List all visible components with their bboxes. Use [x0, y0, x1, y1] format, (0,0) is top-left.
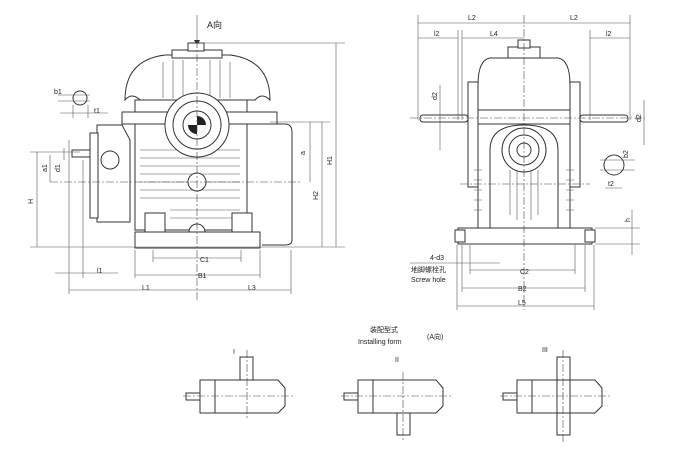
dim-L1: L1 — [142, 285, 150, 292]
dim-d1: d1 — [55, 164, 62, 172]
dim-l2-left: l2 — [434, 31, 440, 38]
dim-a1: a1 — [42, 164, 49, 172]
dim-L3: L3 — [248, 285, 256, 292]
dim-L2-left: L2 — [468, 15, 476, 22]
installing-title-en: Installing form — [358, 339, 402, 346]
form-2: II — [341, 357, 451, 442]
svg-text:III: III — [542, 347, 548, 354]
dim-H: H — [28, 199, 35, 204]
svg-text:II: II — [395, 357, 399, 364]
dim-B1: B1 — [198, 273, 207, 280]
dim-b1: b1 — [54, 89, 62, 96]
dim-h: h — [625, 218, 632, 222]
dim-L5: L5 — [518, 300, 526, 307]
dim-C2: C2 — [520, 269, 529, 276]
dim-C1: C1 — [200, 257, 209, 264]
dim-t1: t1 — [94, 108, 100, 115]
dim-H1: H1 — [327, 156, 334, 165]
dim-L4: L4 — [490, 31, 498, 38]
dim-b2: b2 — [623, 150, 630, 158]
form-3: III — [500, 347, 610, 442]
hole-label-en: Screw hole — [411, 277, 446, 284]
side-view: L2 L2 l2 l2 L4 d2 d2 b2 t2 h 4-d3 地脚螺栓孔 … — [410, 15, 645, 310]
dim-l1: l1 — [97, 268, 103, 275]
direction-label: A向 — [207, 19, 222, 30]
dim-d2-right: d2 — [636, 114, 643, 122]
front-view: A向 — [28, 15, 345, 300]
installing-title-cn: 装配型式 — [370, 325, 398, 334]
dim-L2-right: L2 — [570, 15, 578, 22]
dim-l2-right: l2 — [606, 31, 612, 38]
dim-a: a — [300, 151, 307, 155]
installing-direction: (A向) — [427, 332, 443, 341]
dim-d2-left: d2 — [432, 92, 439, 100]
dim-t2: t2 — [608, 181, 614, 188]
hole-label-cn: 地脚螺栓孔 — [411, 265, 446, 274]
dim-H2: H2 — [313, 191, 320, 200]
svg-text:I: I — [233, 349, 235, 356]
dim-B2: B2 — [518, 286, 527, 293]
form-1: I — [183, 349, 293, 419]
installing-forms: 装配型式 Installing form (A向) I II III — [183, 325, 610, 442]
hole-label: 4-d3 — [430, 255, 444, 262]
